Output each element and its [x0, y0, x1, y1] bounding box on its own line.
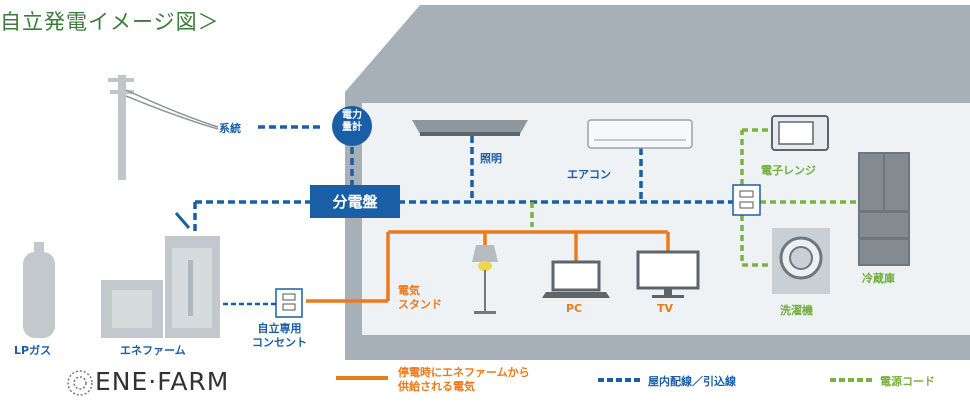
enefarm-unit-icon: [101, 212, 220, 338]
grid-label: 系統: [219, 122, 241, 135]
tv-label: TV: [657, 302, 674, 315]
aircon-label: エアコン: [567, 168, 611, 181]
desk-lamp-icon: [472, 245, 498, 314]
washing-machine-icon: [772, 228, 830, 294]
legend-green-label: 電源コード: [880, 375, 935, 388]
legend-orange-label: 停電時にエネファームから 供給される電気: [398, 366, 530, 393]
microwave-label: 電子レンジ: [761, 164, 816, 177]
microwave-icon: [771, 115, 829, 151]
meter-label: 電力 量計: [342, 110, 362, 133]
backup-circuit: [306, 230, 670, 303]
washer-label: 洗濯機: [780, 304, 813, 317]
tv-icon: [636, 250, 700, 298]
standalone-outlet-icon: [275, 288, 303, 318]
house-roof: [345, 5, 970, 92]
laptop-icon: [542, 260, 610, 298]
brand-logo: ENE·FARM: [95, 367, 230, 396]
diagram-title: 自立発電イメージ図＞: [0, 10, 220, 34]
wall-outlet-icon: [732, 184, 761, 216]
refrigerator-icon: [858, 152, 910, 266]
ceiling-light-icon: [412, 120, 528, 136]
power-cords: [530, 128, 858, 267]
indoor-wiring: [193, 125, 733, 232]
fridge-label: 冷蔵庫: [862, 272, 895, 285]
lighting-label: 照明: [480, 152, 502, 165]
power-meter-icon: [332, 106, 372, 146]
lpgas-label: LPガス: [14, 344, 52, 357]
outlet-label: 自立専用 コンセント: [252, 322, 307, 349]
utility-pole-icon: [108, 75, 219, 180]
legend-blue-label: 屋内配線／引込線: [648, 375, 736, 388]
lamp-label: 電気 スタンド: [398, 284, 442, 311]
enefarm-logo-icon: [67, 370, 93, 396]
pc-label: PC: [566, 302, 583, 315]
enefarm-unit-label: エネファーム: [120, 344, 186, 357]
lpgas-cylinder-icon: [23, 242, 55, 338]
distribution-board: [310, 185, 400, 218]
air-conditioner-icon: [587, 119, 693, 149]
panel-label: 分電盤: [332, 193, 378, 211]
